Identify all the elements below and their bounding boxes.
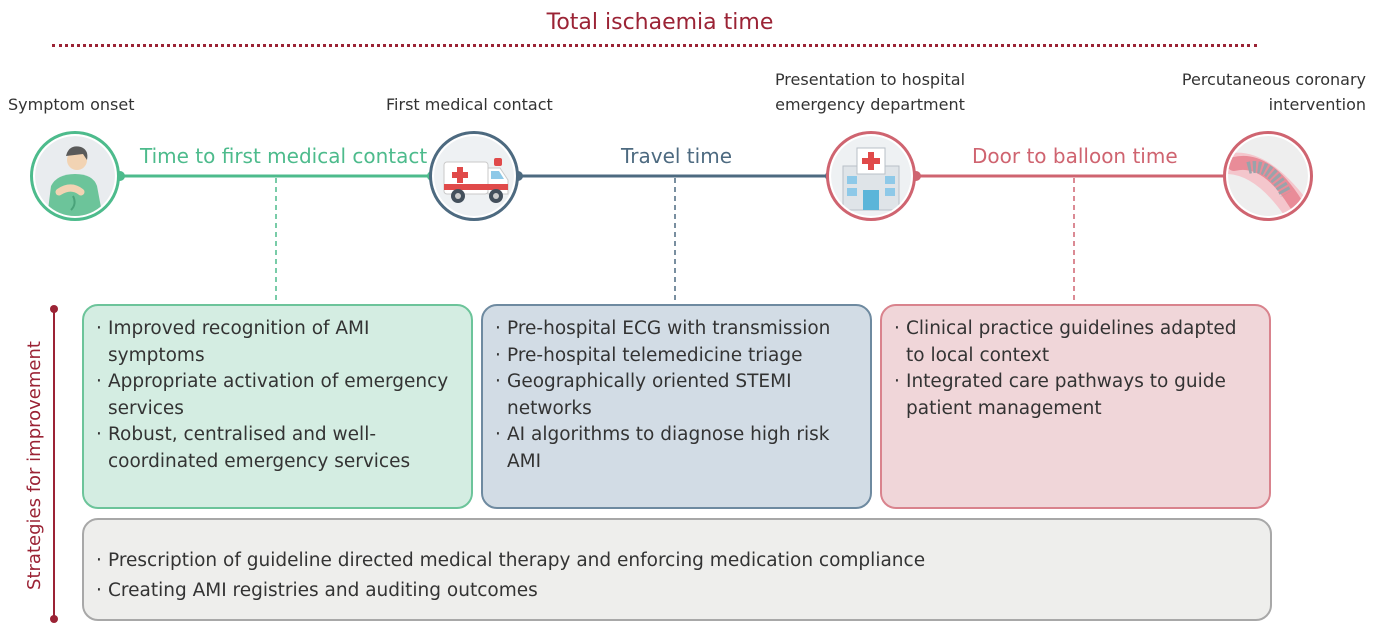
stent-icon <box>1223 131 1313 221</box>
pci-label: Percutaneous coronary intervention <box>1181 70 1366 114</box>
list-item: Prescription of guideline directed medic… <box>96 546 1258 576</box>
first-contact-label: First medical contact <box>386 95 553 114</box>
list-item: AI algorithms to diagnose high risk AMI <box>495 422 858 475</box>
list-item: Improved recognition of AMI symptoms <box>96 316 459 369</box>
list-item: Integrated care pathways to guide patien… <box>894 369 1257 422</box>
card-red-strategies: Clinical practice guidelines adapted to … <box>880 304 1271 509</box>
segment-door-to-balloon: Door to balloon time <box>966 143 1184 169</box>
total-time-dotted-line <box>52 44 1257 47</box>
patient-icon <box>30 131 120 221</box>
list-item: Creating AMI registries and auditing out… <box>96 576 1258 606</box>
list-item: Geographically oriented STEMI networks <box>495 369 858 422</box>
card-green-strategies: Improved recognition of AMI symptoms App… <box>82 304 473 509</box>
slate-strategy-list: Pre-hospital ECG with transmission Pre-h… <box>495 316 858 475</box>
ambulance-icon <box>429 131 519 221</box>
red-strategy-list: Clinical practice guidelines adapted to … <box>894 316 1257 422</box>
strategies-side-label: Strategies for improvement <box>23 340 45 590</box>
diagram-title: Total ischaemia time <box>546 10 774 35</box>
hospital-icon <box>826 131 916 221</box>
segment-first-contact-time: Time to first medical contact <box>134 143 434 169</box>
list-item: Pre-hospital telemedicine triage <box>495 343 858 370</box>
green-strategy-list: Improved recognition of AMI symptoms App… <box>96 316 459 475</box>
list-item: Clinical practice guidelines adapted to … <box>894 316 1257 369</box>
list-item: Robust, centralised and well-coordinated… <box>96 422 459 475</box>
hospital-label: Presentation to hospital emergency depar… <box>774 70 966 114</box>
symptom-onset-label: Symptom onset <box>8 95 135 114</box>
card-slate-strategies: Pre-hospital ECG with transmission Pre-h… <box>481 304 872 509</box>
general-strategy-list: Prescription of guideline directed medic… <box>96 546 1258 606</box>
card-general-strategies: Prescription of guideline directed medic… <box>82 518 1272 621</box>
list-item: Appropriate activation of emergency serv… <box>96 369 459 422</box>
list-item: Pre-hospital ECG with transmission <box>495 316 858 343</box>
segment-travel-time: Travel time <box>615 143 738 169</box>
